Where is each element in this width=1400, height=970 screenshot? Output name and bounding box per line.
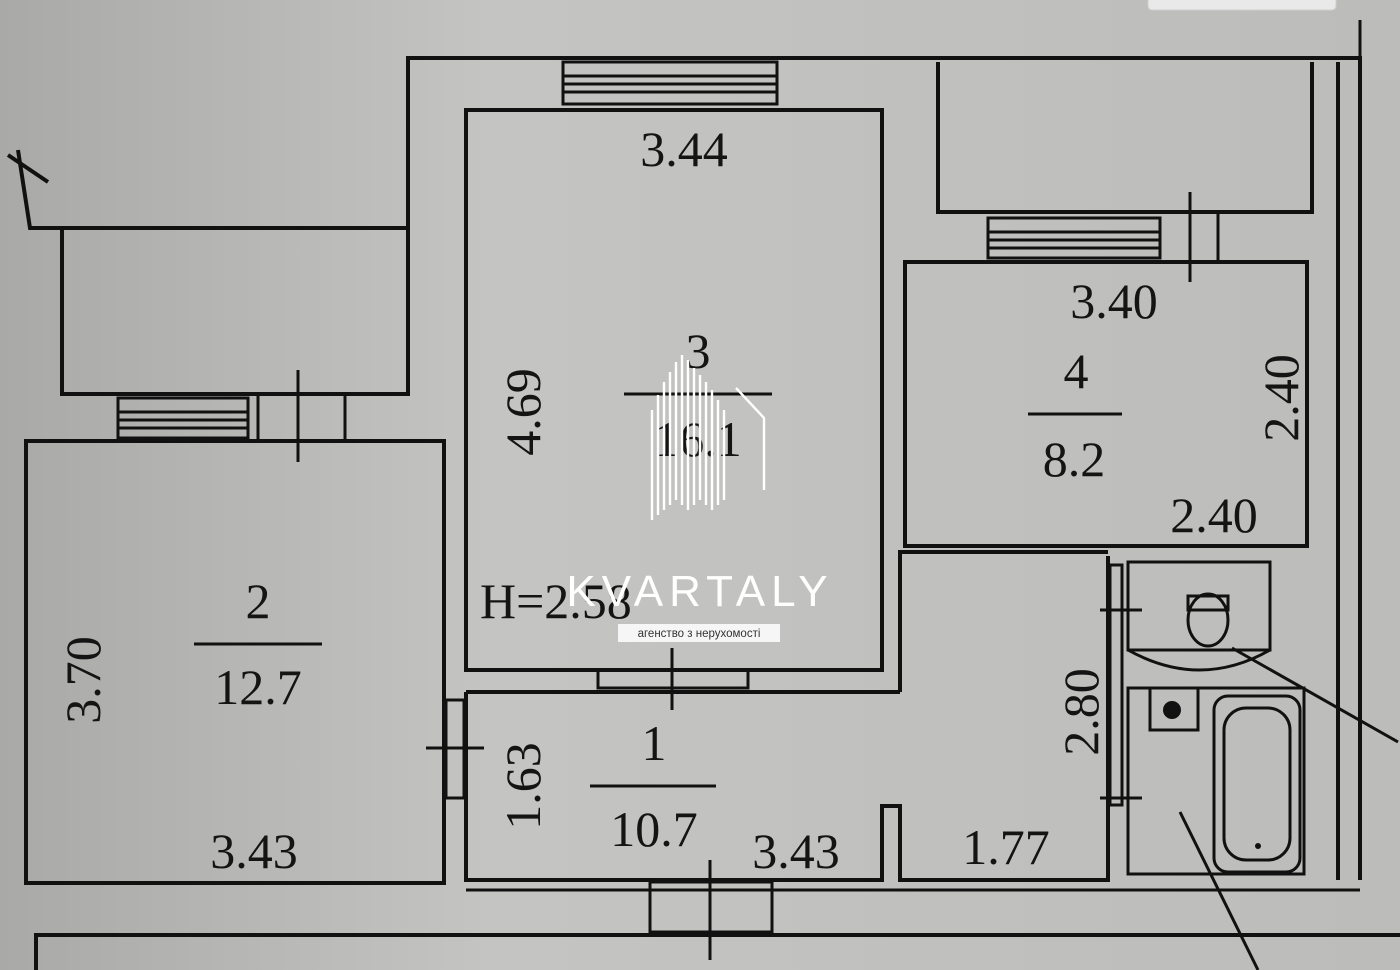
room3-number: 3 xyxy=(686,323,711,379)
ceiling-height: H=2.58 xyxy=(480,573,632,629)
bathtub-icon xyxy=(1212,694,1302,874)
windows xyxy=(116,60,1220,462)
dim-room3-width: 3.44 xyxy=(640,121,728,177)
dim-room2-length: 3.70 xyxy=(55,636,111,724)
room4-area: 8.2 xyxy=(1043,431,1106,487)
logo-name: KVARTALY xyxy=(566,567,833,616)
toilet-icon xyxy=(1186,592,1230,648)
doors xyxy=(426,20,1362,960)
room3-area: 16.1 xyxy=(654,411,742,467)
dim-hall-width: 3.43 xyxy=(752,823,840,879)
dim-room4-length: 2.40 xyxy=(1253,354,1309,442)
sink-icon xyxy=(1148,686,1200,732)
kvartaly-logo: KVARTALY агенство з нерухомості xyxy=(566,355,833,642)
room2-number: 2 xyxy=(246,573,271,629)
dim-room3-length: 4.69 xyxy=(495,368,551,456)
dimension-labels: 3.44 4.69 3.40 2.40 2.40 3.70 3.43 1.63 … xyxy=(55,121,1309,879)
room-labels: 3 16.1 4 8.2 2 12.7 1 10.7 H=2.58 xyxy=(194,323,1122,857)
logo-tagline: агенство з нерухомості xyxy=(638,628,761,640)
dim-corridor-width: 1.77 xyxy=(962,819,1050,875)
top-right-chip xyxy=(1147,0,1337,11)
room4-number: 4 xyxy=(1064,343,1089,399)
room1-number: 1 xyxy=(642,715,667,771)
dim-room4-bottom: 2.40 xyxy=(1170,487,1258,543)
room2-area: 12.7 xyxy=(214,659,302,715)
room1-area: 10.7 xyxy=(610,801,698,857)
building-logo-icon xyxy=(650,355,766,520)
bathroom-fixtures xyxy=(1126,560,1399,970)
dim-hall-depth: 1.63 xyxy=(495,742,551,830)
dim-room2-width: 3.43 xyxy=(210,823,298,879)
dim-room4-width: 3.40 xyxy=(1070,273,1158,329)
dim-bath-length: 2.80 xyxy=(1053,668,1109,756)
